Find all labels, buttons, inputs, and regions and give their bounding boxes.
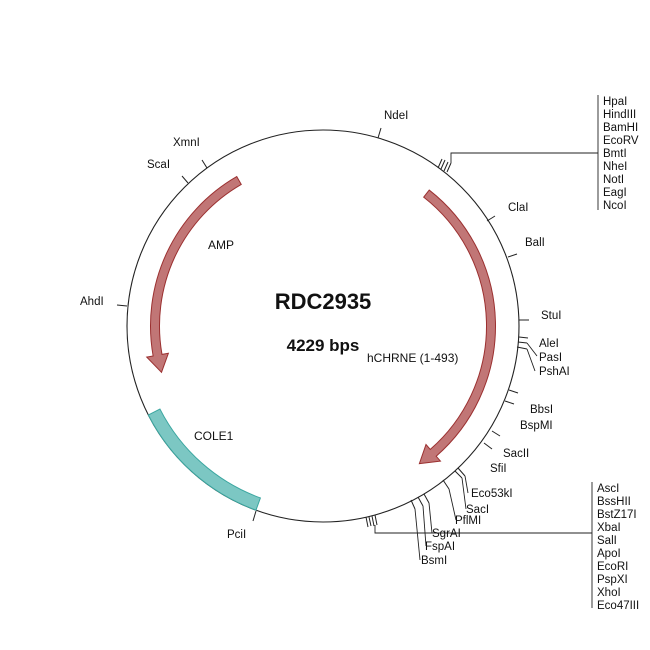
- group-label: PspXI: [597, 574, 628, 586]
- group-label: BstZ17I: [597, 509, 637, 521]
- site-tick-sfii: [483, 442, 493, 450]
- group-label: BamHI: [603, 122, 638, 134]
- cluster-tick-bottom: [365, 516, 369, 528]
- group-label: SalI: [597, 535, 617, 547]
- site-label-bbsi: BbsI: [530, 404, 553, 416]
- feature-label-cole1: COLE1: [194, 429, 234, 443]
- site-tick-sgrai: [423, 493, 430, 504]
- plasmid-name: RDC2935: [275, 289, 372, 314]
- site-label-ndei: NdeI: [384, 110, 408, 122]
- leader-pflmi: [448, 488, 457, 521]
- group-label: HpaI: [603, 96, 627, 108]
- plasmid-backbone: [126, 129, 520, 523]
- site-label-ahdi: AhdI: [80, 296, 104, 308]
- site-group-bottom: AscI BssHII BstZ17I XbaI SalI ApoI EcoRI…: [597, 483, 639, 612]
- site-tick-pshai: [516, 346, 528, 350]
- cluster-leader-bottom: [374, 525, 592, 534]
- leader-saci: [461, 477, 467, 510]
- leader-bsmi: [414, 508, 421, 561]
- site-label-pasi: PasI: [539, 352, 562, 364]
- cluster-leader-top: [450, 152, 598, 163]
- site-label-clai: ClaI: [508, 202, 528, 214]
- site-tick-scai: [181, 175, 189, 184]
- group-label: EagI: [603, 187, 627, 199]
- site-tick-bspmi: [504, 400, 515, 405]
- site-tick-bsmi: [410, 499, 416, 510]
- site-label-bali: BalI: [525, 237, 545, 249]
- site-leaders: [374, 95, 599, 608]
- cluster-tick-bottom: [374, 514, 378, 526]
- group-label: NheI: [603, 161, 627, 173]
- site-label-pflmi: PflMI: [455, 515, 481, 527]
- site-tick-ndei: [377, 127, 382, 139]
- site-tick-eco53ki: [457, 467, 466, 477]
- site-tick-xmni: [201, 159, 208, 169]
- group-label: BmtI: [603, 148, 627, 160]
- group-label: EcoRV: [603, 135, 639, 147]
- feature-arrow-amp: [145, 175, 242, 374]
- feature-arrow-hchrne: [418, 189, 496, 465]
- site-tick-alei: [518, 336, 529, 339]
- site-tick-clai: [486, 215, 496, 222]
- feature-band-cole1: [147, 408, 262, 511]
- leader-pasi: [526, 342, 538, 357]
- site-tick-sacii: [491, 430, 501, 437]
- group-label: XhoI: [597, 587, 621, 599]
- site-label-saci: SacI: [466, 504, 489, 516]
- leader-sgrai: [428, 502, 433, 534]
- group-label: NcoI: [603, 200, 627, 212]
- group-label: NotI: [603, 174, 624, 186]
- site-label-scai: ScaI: [147, 159, 170, 171]
- site-tick-bali: [507, 253, 518, 258]
- leader-fspai: [422, 505, 427, 547]
- site-label-pcii: PciI: [227, 529, 246, 541]
- cluster-tick-top: [446, 162, 452, 173]
- cluster-tick-top: [440, 159, 446, 170]
- plasmid-size: 4229 bps: [287, 336, 360, 355]
- leader-pshai: [526, 348, 536, 372]
- site-label-fspai: FspAI: [425, 541, 455, 553]
- site-label-xmni: XmnI: [173, 137, 200, 149]
- site-tick-fspai: [417, 496, 424, 507]
- site-tick-bbsi: [508, 389, 519, 394]
- site-label-alei: AleI: [539, 338, 559, 350]
- site-ticks: [116, 127, 529, 528]
- site-label-stui: StuI: [541, 310, 561, 322]
- site-label-bspmi: BspMI: [520, 420, 553, 432]
- cluster-tick-bottom: [368, 516, 372, 527]
- cluster-tick-top: [443, 161, 449, 172]
- group-label: ApoI: [597, 548, 621, 560]
- cluster-tick-bottom: [371, 515, 375, 527]
- site-tick-ahdi: [116, 304, 128, 307]
- site-label-sfii: SfiI: [490, 463, 507, 475]
- group-label: EcoRI: [597, 561, 628, 573]
- site-label-bsmi: BsmI: [421, 555, 447, 567]
- site-label-sacii: SacII: [503, 448, 529, 460]
- site-tick-saci: [454, 470, 463, 479]
- feature-label-amp: AMP: [208, 238, 234, 252]
- group-label: Eco47III: [597, 600, 639, 612]
- site-tick-pcii: [252, 510, 257, 522]
- site-label-eco53ki: Eco53kI: [471, 488, 513, 500]
- group-label: AscI: [597, 483, 619, 495]
- site-tick-pflmi: [442, 479, 450, 490]
- cluster-tick-top: [437, 158, 443, 169]
- leader-eco53ki: [464, 475, 469, 494]
- site-group-top: HpaI HindIII BamHI EcoRV BmtI NheI NotI …: [603, 96, 639, 212]
- site-label-pshai: PshAI: [539, 366, 570, 378]
- site-label-sgrai: SgrAI: [432, 528, 461, 540]
- group-label: HindIII: [603, 109, 636, 121]
- group-label: BssHII: [597, 496, 631, 508]
- site-labels: NdeI ClaI BalI StuI AleI PasI PshAI BbsI…: [80, 110, 570, 567]
- site-tick-pasi: [517, 341, 528, 344]
- group-label: XbaI: [597, 522, 621, 534]
- feature-label-hchrne: hCHRNE (1-493): [367, 351, 458, 365]
